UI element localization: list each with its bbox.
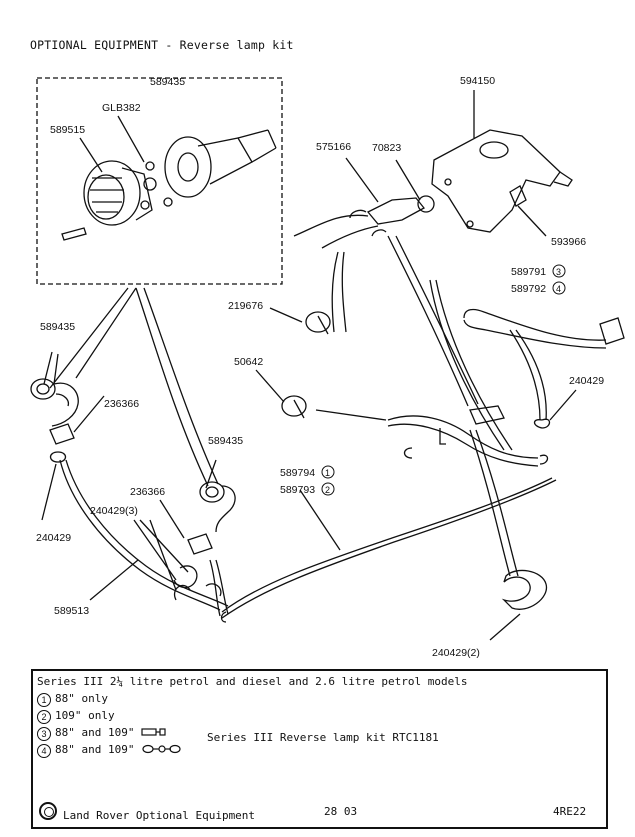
- circled-number: 1: [325, 468, 330, 478]
- footer-title: Land Rover Optional Equipment: [63, 809, 256, 822]
- circled-number: 3: [556, 267, 561, 277]
- connector-icon: [141, 728, 166, 736]
- bulb: [143, 177, 157, 191]
- legend-item-4: 4 88" and 109": [37, 743, 181, 758]
- part-label: 593966: [551, 236, 586, 248]
- legend-item-text: 88" and 109": [55, 743, 135, 756]
- clip-219676: [305, 311, 331, 335]
- mid-reverse-lamp: [199, 481, 225, 503]
- part-label: 589435: [150, 76, 185, 88]
- lamp-lens: [83, 160, 141, 226]
- circled-number: 4: [37, 744, 51, 758]
- circled-number: 2: [325, 485, 330, 495]
- page-number: 28 03: [324, 805, 358, 818]
- part-label: 589435: [208, 435, 243, 447]
- circled-number: 1: [37, 693, 51, 707]
- mounting-bracket: [431, 90, 573, 233]
- part-label: 219676: [228, 300, 263, 312]
- part-label: 236366: [104, 398, 139, 410]
- part-label: 594150: [460, 75, 495, 87]
- part-label: 240429: [569, 375, 604, 387]
- part-label: 240429(3): [90, 505, 138, 517]
- legend-item-2: 2 109" only: [37, 709, 115, 724]
- legend-item-1: 1 88" only: [37, 692, 108, 707]
- legend-item-text: 88" and 109": [55, 726, 135, 739]
- part-label: 589515: [50, 124, 85, 136]
- legend-item-text: 109" only: [55, 709, 115, 722]
- legend-box: Series III 2¼ litre petrol and diesel an…: [31, 669, 608, 829]
- part-label: 589435: [40, 321, 75, 333]
- part-label: 589792: [511, 283, 546, 295]
- part-label: 589794: [280, 467, 315, 479]
- clamp-240429-2: [501, 569, 547, 610]
- lamp-body: [164, 136, 212, 198]
- left-reverse-lamp: [30, 378, 56, 400]
- land-rover-logo-icon: [39, 802, 57, 820]
- part-label: 589791: [511, 266, 546, 278]
- part-label: 236366: [130, 486, 165, 498]
- part-label: 70823: [372, 142, 401, 154]
- inset-detail-box: [36, 77, 283, 285]
- part-label: 575166: [316, 141, 351, 153]
- bullet-connector-icon: [142, 744, 181, 754]
- part-label: 589513: [54, 605, 89, 617]
- circled-number: 2: [37, 710, 51, 724]
- circled-number: 3: [37, 727, 51, 741]
- wiring-diagram: 589435 GLB382 589515 594150 575166 70823…: [30, 75, 625, 659]
- part-label: 240429(2): [432, 647, 480, 659]
- part-label: 50642: [234, 356, 263, 368]
- legend-item-text: 88" only: [55, 692, 108, 705]
- part-label: 589793: [280, 484, 315, 496]
- part-label: GLB382: [102, 102, 141, 114]
- kit-description: Series III Reverse lamp kit RTC1181: [207, 731, 439, 744]
- circled-number: 4: [556, 284, 561, 294]
- legend-item-3: 3 88" and 109": [37, 726, 167, 741]
- part-label: 240429: [36, 532, 71, 544]
- page-code: 4RE22: [553, 805, 587, 818]
- legend-heading: Series III 2¼ litre petrol and diesel an…: [37, 675, 468, 688]
- clip-50642: [281, 395, 307, 419]
- page-title: OPTIONAL EQUIPMENT - Reverse lamp kit: [30, 38, 294, 52]
